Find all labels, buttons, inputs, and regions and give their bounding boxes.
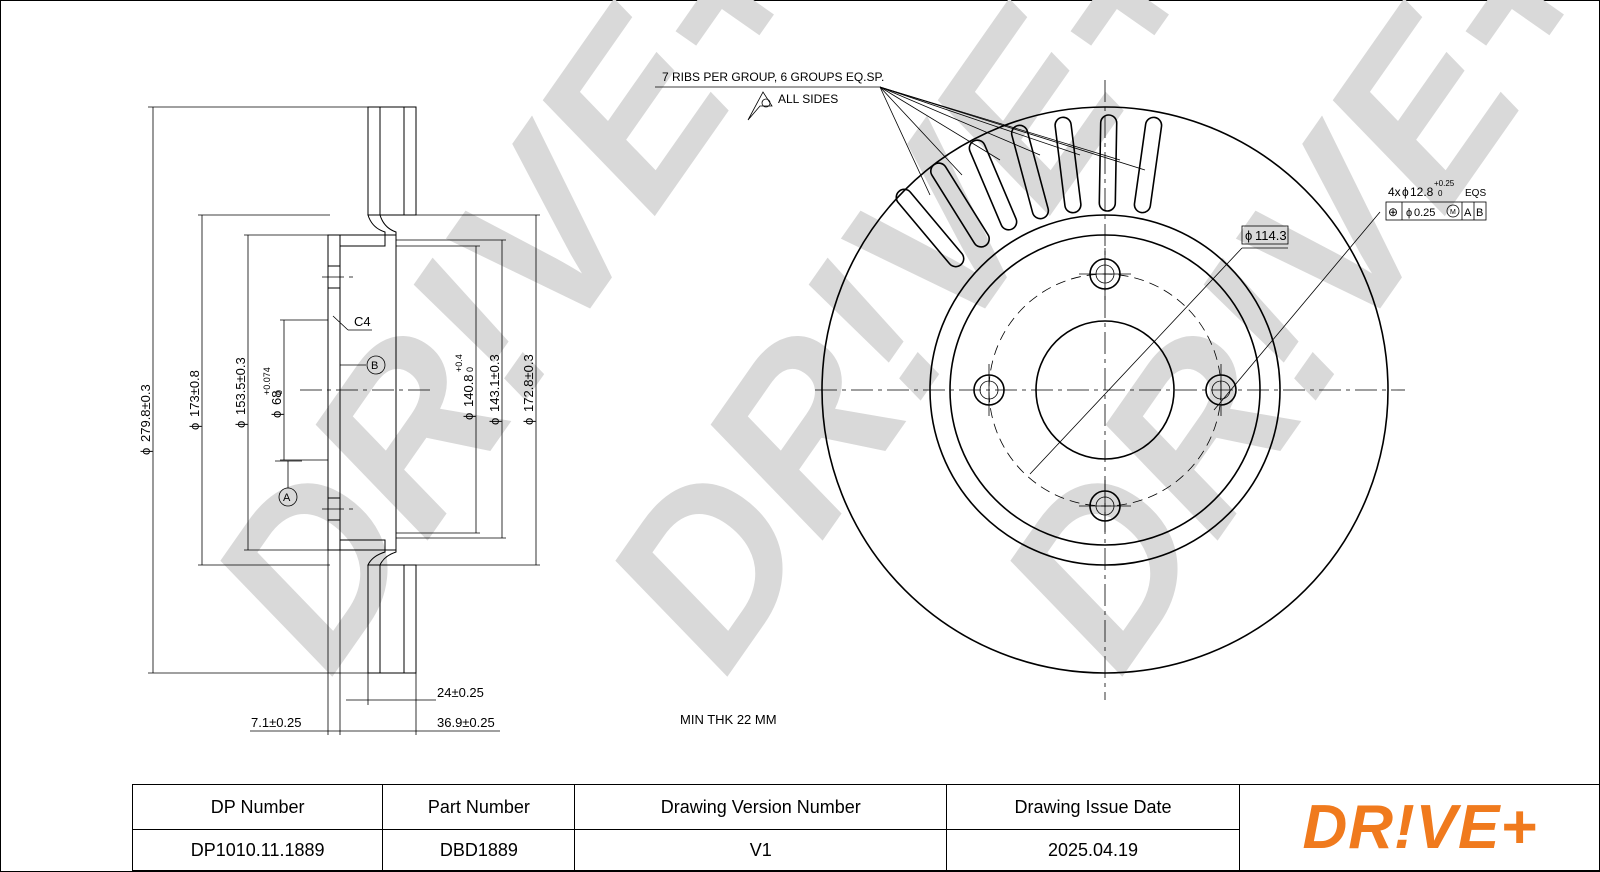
- value-issue-date: 2025.04.19: [946, 829, 1240, 871]
- header-version: Drawing Version Number: [574, 784, 948, 830]
- title-block: DP Number Part Number Drawing Version Nu…: [131, 784, 1600, 871]
- brand-logo: DR!VE+: [1302, 793, 1538, 862]
- dim-thickness: 24±0.25: [437, 685, 484, 700]
- fcf-dia-symbol: ϕ: [1406, 207, 1412, 219]
- dim-140-tol-upper: +0.4: [454, 354, 464, 372]
- datum-a: A: [283, 492, 291, 504]
- pcd-value: 114.3: [1255, 228, 1287, 243]
- title-block-value-row: DP1010.11.1889 DBD1889 V1 2025.04.19: [131, 829, 1600, 871]
- dim-153-symbol: ϕ: [233, 421, 248, 428]
- datum-b: B: [371, 360, 378, 372]
- section-dimensions: ϕ 279.8±0.3 ϕ 173±0.8 ϕ 153.5±0.3 ϕ 68 +…: [138, 106, 540, 735]
- value-version: V1: [574, 829, 948, 871]
- hole-tol-lower: 0: [1438, 189, 1443, 198]
- dim-172-symbol: ϕ: [521, 418, 536, 425]
- section-top-ring: [367, 106, 381, 216]
- hole-dia: 12.8: [1410, 185, 1434, 199]
- surface-note: ALL SIDES: [778, 92, 838, 106]
- dim-140-symbol: ϕ: [461, 413, 476, 420]
- hole-dia-symbol: ϕ: [1402, 185, 1409, 199]
- fcf-position-symbol: ⊕: [1388, 205, 1398, 219]
- pcd-symbol: ϕ: [1245, 228, 1252, 243]
- min-thickness-note: MIN THK 22 MM: [680, 712, 777, 727]
- value-dp-number: DP1010.11.1889: [131, 829, 384, 871]
- dim-68-tol-lower: 0: [274, 390, 284, 395]
- dim-offset: 7.1±0.25: [251, 715, 302, 730]
- dim-172: 172.8±0.3: [521, 354, 536, 412]
- dim-153: 153.5±0.3: [233, 357, 248, 415]
- fcf-modifier: M: [1450, 209, 1456, 216]
- hole-eqs: EQS: [1465, 188, 1486, 199]
- watermark-group: DR!VE+ DR!VE+ DR!VE+: [160, 0, 1600, 708]
- fcf-datum-a: A: [1464, 207, 1472, 219]
- dim-chamfer: C4: [354, 314, 371, 329]
- fcf-tolerance: 0.25: [1414, 207, 1435, 219]
- dim-68: 68: [269, 391, 284, 405]
- header-part-number: Part Number: [382, 784, 576, 830]
- dim-outer-diameter: 279.8±0.3: [138, 384, 153, 442]
- dim-68-tol-upper: +0.074: [262, 367, 272, 395]
- hole-tol-upper: +0.25: [1434, 179, 1455, 188]
- section-view: [300, 106, 430, 674]
- dim-140: 140.8: [461, 374, 476, 407]
- dim-173-symbol: ϕ: [187, 423, 202, 430]
- ribs-note: 7 RIBS PER GROUP, 6 GROUPS EQ.SP.: [662, 70, 884, 84]
- dim-143: 143.1±0.3: [487, 354, 502, 412]
- dim-68-symbol: ϕ: [269, 411, 284, 418]
- fcf-datum-b: B: [1476, 207, 1483, 219]
- dim-143-symbol: ϕ: [487, 418, 502, 425]
- ribs: [895, 114, 1163, 268]
- hole-count: 4x: [1388, 185, 1401, 199]
- dim-140-tol-lower: 0: [465, 367, 475, 372]
- header-dp-number: DP Number: [131, 784, 384, 830]
- section-hat: [339, 214, 397, 566]
- dim-height: 36.9±0.25: [437, 715, 495, 730]
- dim-173: 173±0.8: [187, 370, 202, 417]
- dim-outer-diameter-symbol: ϕ: [138, 448, 153, 455]
- front-view: 7 RIBS PER GROUP, 6 GROUPS EQ.SP. ALL SI…: [655, 70, 1486, 700]
- title-block-header-row: DP Number Part Number Drawing Version Nu…: [131, 784, 1600, 871]
- header-issue-date: Drawing Issue Date: [946, 784, 1240, 830]
- logo-cell: DR!VE+: [1239, 784, 1600, 871]
- value-part-number: DBD1889: [382, 829, 576, 871]
